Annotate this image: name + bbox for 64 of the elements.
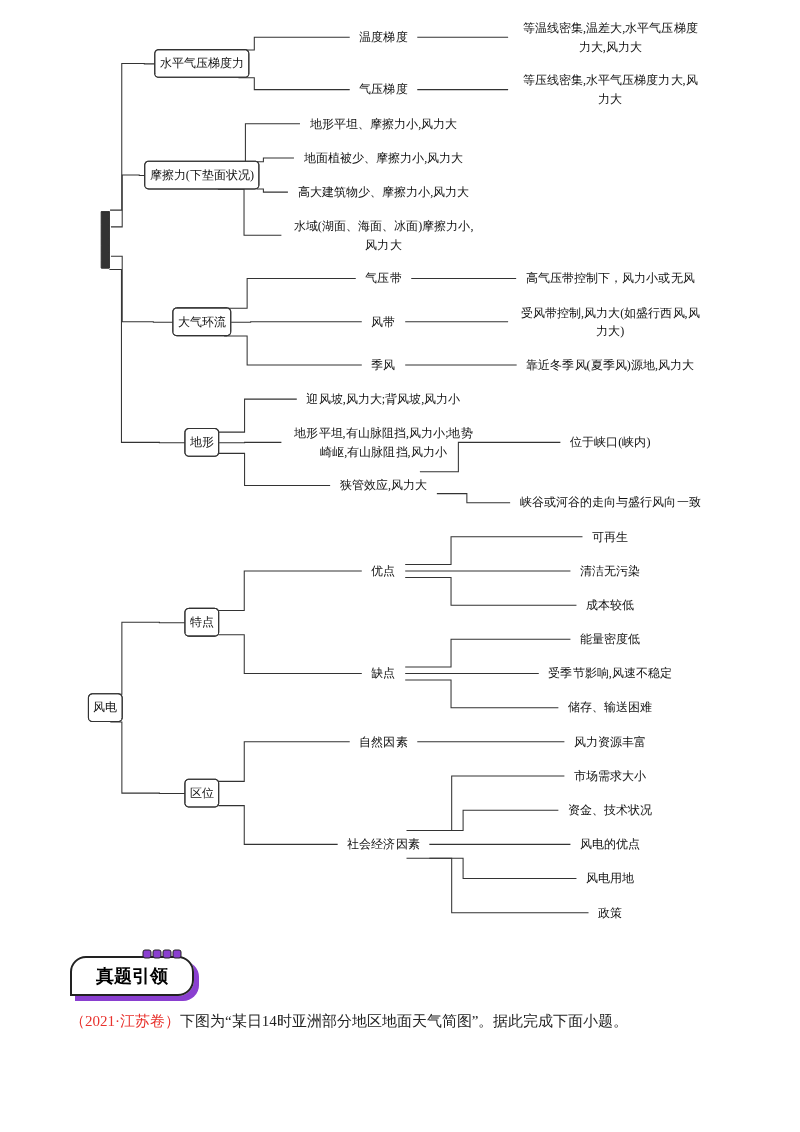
banner-title: 真题引领 bbox=[96, 965, 168, 986]
connector bbox=[255, 188, 289, 193]
node-text: 等温线密集,温差大,水平气压梯度力大,风力大 bbox=[522, 21, 698, 53]
node-text: 气压带 bbox=[365, 271, 402, 285]
node-text: 储存、输送困难 bbox=[567, 701, 653, 714]
source-tag: （2021·江苏卷） bbox=[70, 1013, 180, 1029]
node-text: 社会经济因素 bbox=[346, 837, 420, 851]
node-text: 高气压带控制下，风力小或无风 bbox=[525, 271, 695, 285]
node-text: 季风 bbox=[371, 358, 396, 372]
connector bbox=[217, 570, 362, 612]
node-text: 可再生 bbox=[591, 530, 628, 544]
connector bbox=[404, 321, 509, 323]
connector bbox=[230, 321, 362, 323]
connector bbox=[217, 805, 338, 845]
node-text: 自然因素 bbox=[358, 735, 408, 749]
connector bbox=[416, 36, 509, 38]
connector bbox=[404, 638, 571, 668]
node-text: 缺点 bbox=[371, 666, 396, 680]
question-text: 下图为“某日14时亚洲部分地区地面天气简图”。据此完成下面小题。 bbox=[180, 1013, 629, 1029]
node-text: 优点 bbox=[371, 564, 396, 578]
connector bbox=[404, 577, 577, 606]
connector bbox=[404, 679, 559, 709]
node-text: 风带 bbox=[371, 315, 396, 328]
connector bbox=[218, 452, 331, 487]
node-text: 资金、技术状况 bbox=[567, 803, 653, 817]
node-text: 清洁无污染 bbox=[579, 564, 640, 578]
node-text: 地面植被少、摩擦力小,风力大 bbox=[303, 151, 464, 165]
connector bbox=[418, 441, 561, 473]
node-text: 受季节影响,风速不稳定 bbox=[548, 666, 672, 680]
connector bbox=[404, 536, 583, 565]
node-text: 地形平坦、摩擦力小,风力大 bbox=[309, 117, 457, 131]
connector bbox=[217, 741, 350, 782]
node-text: 靠近冬季风(夏季风)源地,风力大 bbox=[525, 358, 694, 372]
node-text: 市场需求大小 bbox=[573, 769, 647, 783]
node-text: 地形平坦,有山脉阻挡,风力小;地势崎岖,有山脉阻挡,风力小 bbox=[293, 426, 473, 458]
node-text: 成本较低 bbox=[585, 598, 634, 612]
connector bbox=[428, 843, 571, 845]
node-text: 迎风坡,风力大;背风坡,风力小 bbox=[306, 392, 461, 406]
node-text: 峡谷或河谷的走向与盛行风向一致 bbox=[519, 496, 701, 509]
connector bbox=[405, 857, 589, 914]
connector bbox=[405, 775, 565, 831]
connector bbox=[416, 741, 565, 743]
node-text: 水域(湖面、海面、冰面)摩擦力小,风力大 bbox=[293, 219, 474, 251]
connector bbox=[410, 278, 517, 280]
node-text: 能量密度低 bbox=[579, 632, 640, 646]
node-text: 风力资源丰富 bbox=[573, 735, 647, 749]
connector bbox=[218, 441, 282, 444]
connector bbox=[435, 493, 511, 504]
node-text: 受风带控制,风力大(如盛行西风,风力大) bbox=[520, 306, 700, 338]
node-text: 温度梯度 bbox=[358, 30, 408, 44]
connector bbox=[404, 673, 539, 675]
connector bbox=[255, 157, 295, 163]
node-text: 位于峡口(峡内) bbox=[569, 435, 651, 449]
node-text: 气压梯度 bbox=[358, 82, 408, 96]
node-text: 风电用地 bbox=[585, 871, 634, 885]
connector bbox=[218, 398, 297, 433]
connector bbox=[217, 634, 362, 675]
node-text: 政策 bbox=[597, 906, 622, 919]
node-text: 狭管效应,风力大 bbox=[339, 478, 427, 492]
node-text: 高大建筑物少、摩擦力小,风力大 bbox=[297, 185, 470, 199]
connector bbox=[416, 89, 509, 91]
node-text: 等压线密集,水平气压梯度力大,风力大 bbox=[522, 73, 698, 105]
connector bbox=[428, 809, 559, 832]
node-text: 风电的优点 bbox=[579, 837, 640, 851]
